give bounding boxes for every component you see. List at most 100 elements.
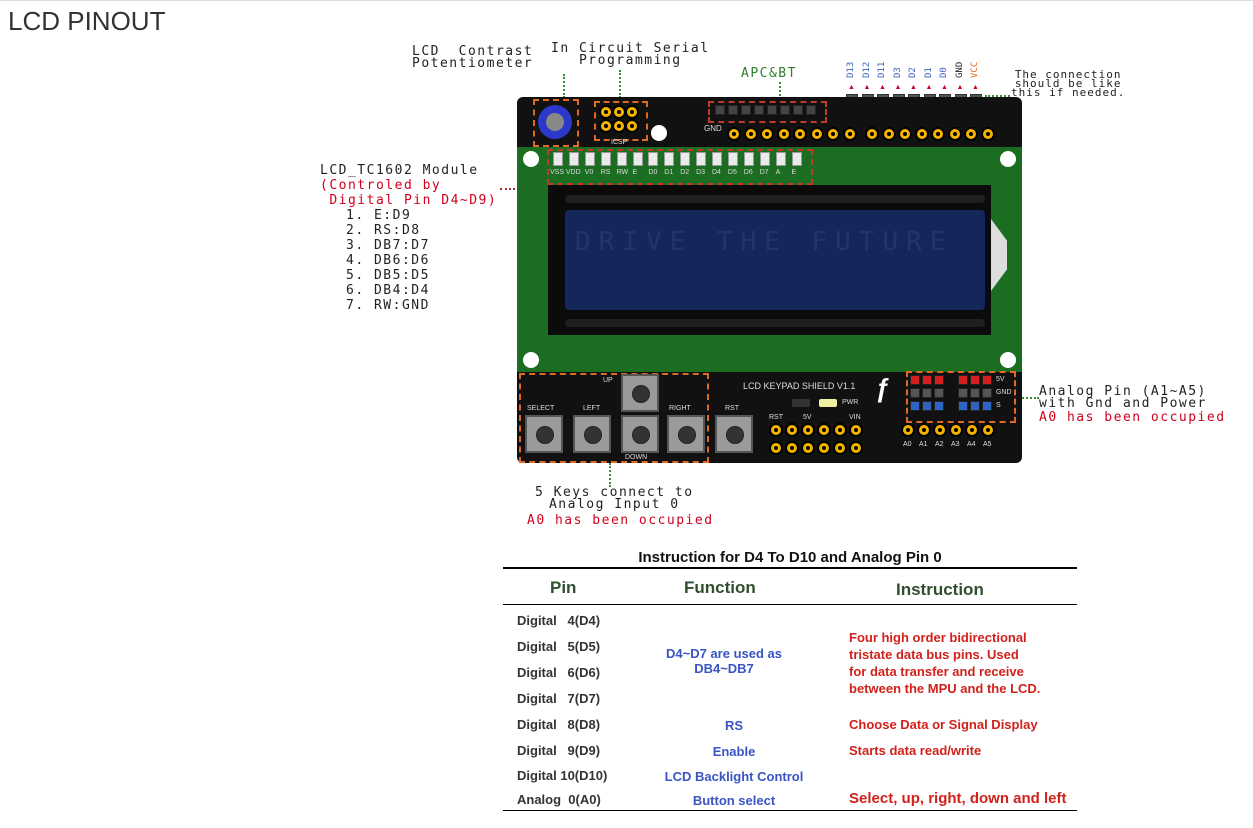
power-label: RST [769,414,783,421]
icsp-pin [625,105,639,119]
lcd-pins-highlight [547,149,813,185]
header-pin-label: GND [954,61,965,78]
reset-button[interactable] [715,415,753,453]
analog-pin [901,423,915,437]
lcd-pin-label: VDD [565,169,581,176]
power-pin [801,441,815,455]
lcd-pin [648,152,659,166]
mount-hole [523,352,539,368]
mount-hole [1000,151,1016,167]
lcd-pin-label: D2 [680,169,690,176]
header-pin-label: D0 [939,67,949,78]
apc-pin [767,105,777,115]
digital-pin [947,127,962,141]
icsp-arrow [619,70,621,98]
lcd-pin [727,152,738,166]
potentiometer-highlight [533,99,579,147]
table-header-rule [503,604,1077,605]
pwr-led-icon [819,399,837,407]
analog-label: A0 [903,441,912,448]
top-divider [0,0,1253,1]
rail-pin [922,401,932,411]
digital-pin [842,127,857,141]
module-pin-item: 5. DB5:D5 [346,268,430,283]
power-pin [785,423,799,437]
table-instruction-cell: Starts data read/write [849,743,982,758]
select-button[interactable] [525,415,563,453]
table-instruction-cell: Select, up, right, down and left [849,790,1067,807]
mount-hole [1000,352,1016,368]
header-pin-arrow-icon: ▲ [910,84,917,91]
header-pin-arrow-icon: ▲ [863,84,871,91]
power-pin [769,423,783,437]
module-pin-item: 4. DB6:D6 [346,253,430,268]
led-off-icon [792,399,810,407]
analog-pin [949,423,963,437]
up-button[interactable] [621,374,659,412]
lcd-pin [680,152,691,166]
lcd-pin [632,152,643,166]
header-pin-arrow-icon: ▲ [956,84,964,91]
apc-pin [741,105,751,115]
analog-label: A3 [951,441,960,448]
mount-hole [651,125,667,141]
lcd-pin-label: D6 [743,169,753,176]
rail-pin [934,401,944,411]
mount-hole [523,151,539,167]
rail-pin [910,375,920,385]
right-button[interactable] [667,415,705,453]
apc-pin [806,105,816,115]
rail-label: S [996,402,1001,409]
lcd-pin-label: E [791,169,797,176]
table-pin-cell: Analog 0(A0) [517,792,601,807]
left-button[interactable] [573,415,611,453]
icsp-pin [599,105,613,119]
down-button[interactable] [621,415,659,453]
table-function-cell: RS [724,718,744,733]
lcd-top-bar [565,195,985,203]
apc-highlight [708,101,827,123]
rail-pin [922,375,932,385]
power-pin [817,441,831,455]
lcd-pin-label: VSS [550,169,565,176]
lcd-pin [600,152,611,166]
digital-pin [980,127,995,141]
header-pin-label: D13 [846,61,856,78]
backlight-tab [991,219,1007,291]
keys-annotation: 5 Keys connect to Analog Input 0 [535,485,694,512]
icsp-highlight [594,101,648,141]
icsp-annotation: In Circuit Serial Programming [551,41,710,68]
lcd-pin-label: V0 [584,169,594,176]
lcd-pin [584,152,595,166]
power-pin [833,423,847,437]
power-pin [785,441,799,455]
analog-label: A2 [935,441,944,448]
rail-pin [910,401,920,411]
lcd-pin [568,152,579,166]
lcd-row-1: DRIVE THE FUTURE [575,227,954,257]
contrast-arrow [563,74,565,98]
analog-arrow [1015,397,1039,399]
potentiometer[interactable] [538,105,572,139]
right-label: RIGHT [669,405,691,412]
lcd-pin-label: RW [616,169,629,176]
shield-name: LCD KEYPAD SHIELD V1.1 [743,381,856,391]
apc-pin [715,105,725,115]
instruction-group: Four high order bidirectional tristate d… [849,630,1041,696]
lcd-pin-label: A [775,169,781,176]
analog-pin [917,423,931,437]
icsp-pin [599,119,613,133]
lcd-pin [696,152,707,166]
module-pin-item: 1. E:D9 [346,208,412,223]
analog-label: A1 [919,441,928,448]
dfrobot-logo-icon: ƒ [875,373,890,403]
lcd-pin [775,152,786,166]
header-pin-arrow-icon: ▲ [848,84,855,91]
digital-pin [727,127,741,141]
analog-label: A5 [983,441,992,448]
power-pin [849,441,863,455]
table-bottom-rule [503,810,1077,811]
lcd-bottom-bar [565,319,985,327]
analog-label: A4 [967,441,976,448]
